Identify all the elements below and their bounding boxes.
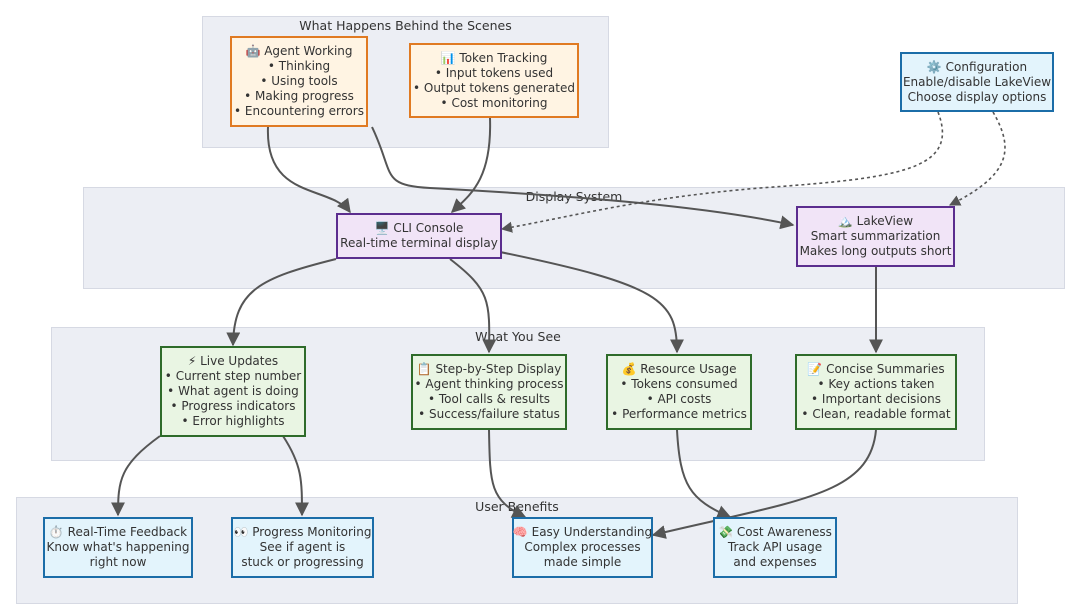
group-label-behind: What Happens Behind the Scenes [299, 18, 512, 33]
node-concise-summaries: 📝 Concise Summaries • Key actions taken … [795, 354, 957, 430]
lakeview-title: 🏔️ LakeView [837, 214, 914, 228]
live-updates-line: • Error highlights [181, 414, 285, 428]
agent-working-line: • Using tools [260, 74, 338, 88]
concise-summaries-line: • Key actions taken [817, 377, 935, 391]
token-tracking-title: 📊 Token Tracking [440, 50, 548, 65]
node-progress-monitoring: 👀 Progress Monitoring See if agent is st… [231, 517, 374, 578]
node-cost-awareness: 💸 Cost Awareness Track API usage and exp… [713, 517, 837, 578]
cli-console-line: Real-time terminal display [340, 236, 498, 250]
progress-monitoring-line: stuck or progressing [241, 555, 364, 569]
node-real-time-feedback: ⏱️ Real-Time Feedback Know what's happen… [43, 517, 193, 578]
node-easy-understanding: 🧠 Easy Understanding Complex processes m… [512, 517, 653, 578]
node-live-updates: ⚡ Live Updates • Current step number • W… [160, 346, 306, 437]
node-resource-usage: 💰 Resource Usage • Tokens consumed • API… [606, 354, 752, 430]
configuration-title: ⚙️ Configuration [926, 59, 1028, 74]
step-by-step-line: • Success/failure status [418, 407, 560, 421]
concise-summaries-line: • Clean, readable format [801, 407, 951, 421]
resource-usage-line: • Performance metrics [611, 407, 747, 421]
live-updates-line: • Current step number [164, 369, 302, 383]
real-time-feedback-line: right now [89, 555, 147, 569]
token-tracking-line: • Output tokens generated [413, 80, 575, 95]
cost-awareness-line: and expenses [733, 555, 817, 569]
agent-working-line: • Making progress [244, 89, 354, 103]
real-time-feedback-title: ⏱️ Real-Time Feedback [48, 525, 188, 539]
group-label-see: What You See [475, 329, 561, 344]
step-by-step-line: • Agent thinking process [414, 377, 564, 391]
lakeview-line: Smart summarization [810, 229, 941, 243]
group-label-display: Display System [525, 189, 623, 204]
live-updates-title: ⚡ Live Updates [187, 354, 279, 368]
resource-usage-title: 💰 Resource Usage [621, 362, 737, 376]
resource-usage-line: • Tokens consumed [620, 377, 738, 391]
configuration-line: Choose display options [907, 89, 1047, 104]
token-tracking-line: • Input tokens used [434, 65, 554, 80]
node-lakeview: 🏔️ LakeView Smart summarization Makes lo… [796, 206, 955, 267]
live-updates-line: • What agent is doing [167, 384, 299, 398]
concise-summaries-line: • Important decisions [811, 392, 941, 406]
node-configuration: ⚙️ Configuration Enable/disable LakeView… [900, 52, 1054, 112]
node-cli-console: 🖥️ CLI Console Real-time terminal displa… [336, 213, 502, 259]
concise-summaries-title: 📝 Concise Summaries [807, 362, 945, 376]
node-step-by-step: 📋 Step-by-Step Display • Agent thinking … [411, 354, 567, 430]
cost-awareness-line: Track API usage [727, 540, 823, 554]
cost-awareness-title: 💸 Cost Awareness [718, 525, 832, 539]
progress-monitoring-title: 👀 Progress Monitoring [233, 525, 372, 539]
lakeview-line: Makes long outputs short [799, 244, 952, 258]
node-token-tracking: 📊 Token Tracking • Input tokens used • O… [409, 43, 579, 118]
easy-understanding-title: 🧠 Easy Understanding [512, 525, 653, 539]
agent-working-line: • Thinking [267, 59, 331, 73]
easy-understanding-line: made simple [543, 555, 622, 569]
resource-usage-line: • API costs [646, 392, 712, 406]
node-agent-working: 🤖 Agent Working • Thinking • Using tools… [230, 36, 368, 127]
token-tracking-line: • Cost monitoring [440, 95, 548, 110]
agent-working-title: 🤖 Agent Working [245, 44, 353, 58]
group-label-benefits: User Benefits [475, 499, 559, 514]
step-by-step-line: • Tool calls & results [427, 392, 551, 406]
progress-monitoring-line: See if agent is [259, 540, 346, 554]
real-time-feedback-line: Know what's happening [46, 540, 190, 554]
easy-understanding-line: Complex processes [524, 540, 641, 554]
agent-working-line: • Encountering errors [234, 104, 364, 118]
step-by-step-title: 📋 Step-by-Step Display [416, 362, 562, 376]
configuration-line: Enable/disable LakeView [902, 74, 1052, 89]
cli-console-title: 🖥️ CLI Console [374, 221, 464, 235]
live-updates-line: • Progress indicators [170, 399, 296, 413]
